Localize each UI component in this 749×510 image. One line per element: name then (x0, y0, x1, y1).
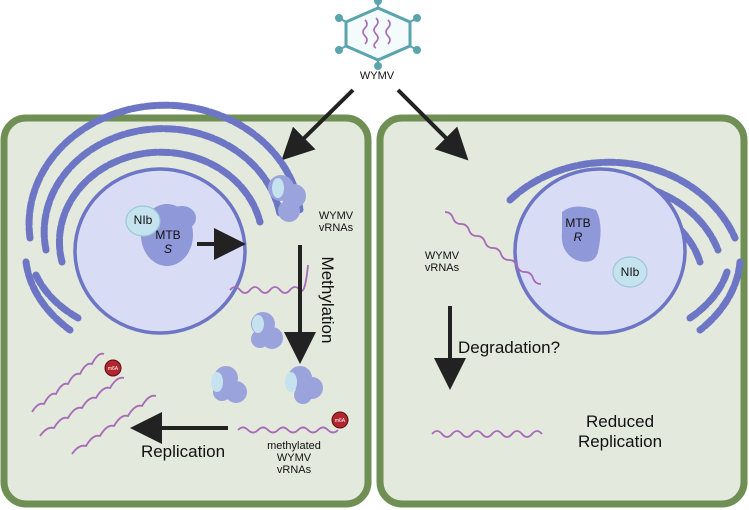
svg-text:m6A: m6A (335, 418, 346, 424)
vrna-label-line: vRNAs (318, 222, 354, 234)
methylated-label-line: WYMV (276, 452, 312, 464)
mtb-complex (285, 366, 323, 404)
replication-label: Replication (140, 442, 226, 461)
vrna-label-right: WYMV vRNAs (412, 250, 472, 274)
mtb-allele-left: S (163, 242, 172, 256)
nib-protein-right (612, 256, 648, 288)
vrna-label-left: WYMV vRNAs (310, 210, 362, 234)
nib-label-left: NIb (133, 213, 153, 227)
viral-rna-strand (237, 426, 339, 434)
vrna-label-line: WYMV (424, 250, 460, 262)
mtb-label-right: MTB (565, 216, 591, 230)
viral-rna-strand (31, 352, 105, 413)
m6a-mark: m6A (331, 411, 349, 429)
m6a-mark: m6A (104, 359, 122, 377)
viral-rna-strand (431, 430, 543, 438)
endoplasmic-reticulum-left (22, 101, 304, 334)
mtb-complex (211, 366, 247, 403)
nucleus-right (513, 167, 687, 335)
mtb-label-left: MTB (155, 228, 181, 242)
virus-label: WYMV (359, 70, 395, 82)
degradation-label: Degradation? (458, 338, 561, 357)
viral-rna-strand (71, 394, 157, 455)
methylated-label-line: vRNAs (276, 464, 312, 476)
viral-rna-strand (444, 211, 542, 285)
infection-arrow-left (281, 88, 355, 161)
vrna-label-line: WYMV (318, 210, 354, 222)
reduced-label-line: Replication (577, 432, 663, 451)
mtb-allele-right: R (573, 230, 583, 244)
vrna-label-line: vRNAs (424, 262, 460, 274)
methylation-label: Methylation (318, 257, 337, 344)
reduced-replication-label: Reduced Replication (560, 412, 680, 452)
viral-rna-strand (39, 376, 125, 437)
mtb-protein-right (561, 206, 601, 262)
mtb-complex (268, 175, 306, 222)
nib-label-right: NIb (620, 265, 640, 279)
virus-icon (335, 0, 421, 70)
mtb-complex (251, 312, 283, 349)
reduced-label-line: Reduced (585, 412, 655, 431)
methylated-label-line: methylated (267, 440, 321, 452)
viral-rna-strand (229, 264, 309, 294)
nib-protein-left (125, 205, 161, 237)
methylated-vrna-label: methylated WYMV vRNAs (258, 440, 330, 476)
svg-text:m6A: m6A (108, 366, 119, 372)
infection-arrow-right (396, 88, 469, 161)
